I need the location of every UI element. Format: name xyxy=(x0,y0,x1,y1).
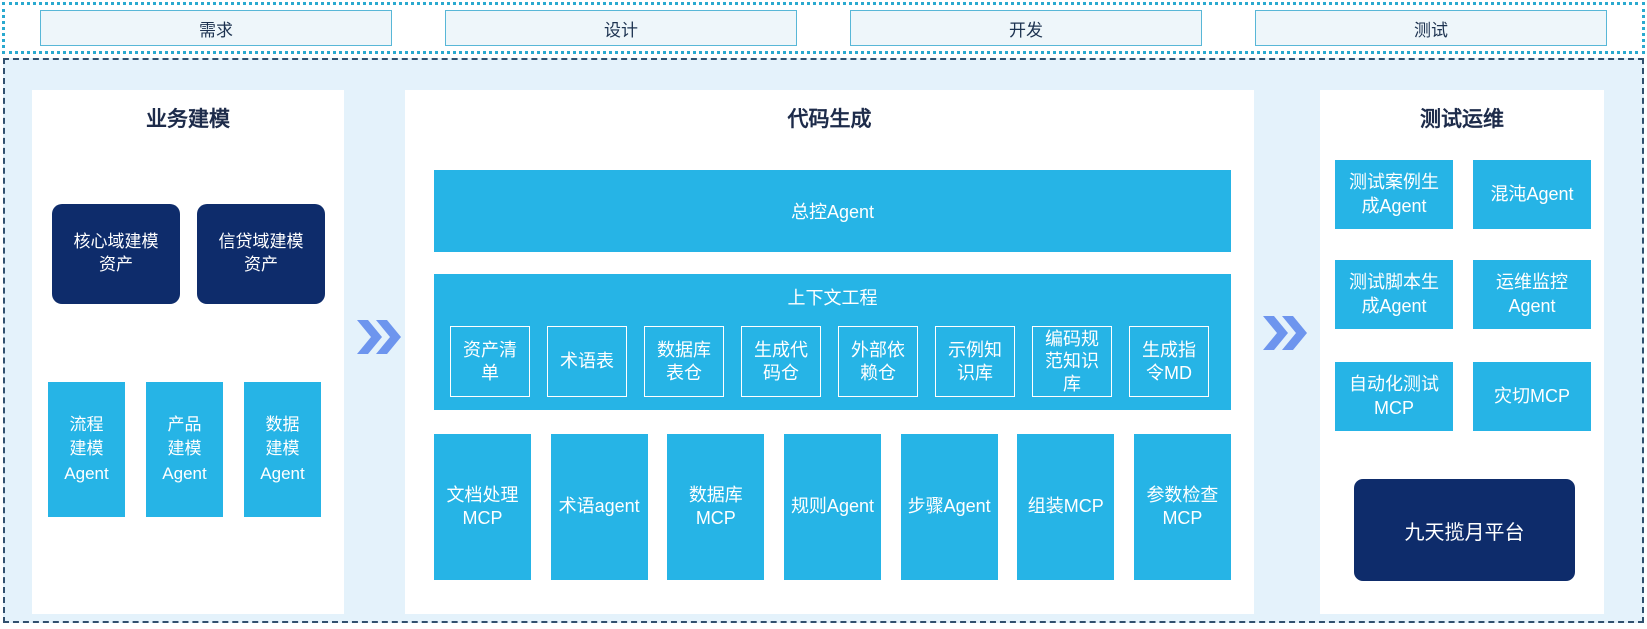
asset-box-credit-domain: 信贷域建模资产 xyxy=(197,204,325,304)
tool-box-doc-processing-mcp: 文档处理MCP xyxy=(434,434,531,580)
ops-box-disaster-switch-mcp: 灾切MCP xyxy=(1473,362,1591,431)
ops-box-test-script-gen-agent: 测试脚本生成Agent xyxy=(1335,260,1453,329)
panel-business-modeling: 业务建模 核心域建模资产 信贷域建模资产 流程建模Agent 产品建模Agent… xyxy=(32,90,344,614)
ops-box-chaos-agent: 混沌Agent xyxy=(1473,160,1591,229)
phase-box-requirements: 需求 xyxy=(40,10,392,46)
phase-strip: 需求 设计 开发 测试 xyxy=(2,2,1645,54)
context-item-instruction-md: 生成指令MD xyxy=(1129,326,1209,397)
panel-code-generation: 代码生成 总控Agent 上下文工程 资产清单 术语表 数据库表仓 生成代码仓 … xyxy=(405,90,1254,614)
tool-box-param-check-mcp: 参数检查MCP xyxy=(1133,434,1231,580)
asset-box-row: 核心域建模资产 信贷域建模资产 xyxy=(52,204,325,304)
panel-title-test-ops: 测试运维 xyxy=(1420,108,1504,131)
tool-box-step-agent: 步骤Agent xyxy=(900,434,998,580)
phase-box-development: 开发 xyxy=(850,10,1202,46)
panel-title-code-generation: 代码生成 xyxy=(787,108,872,131)
context-engineering-block: 上下文工程 资产清单 术语表 数据库表仓 生成代码仓 外部依赖仓 示例知识库 编… xyxy=(434,274,1231,410)
phase-box-testing: 测试 xyxy=(1255,10,1607,46)
context-engineering-title: 上下文工程 xyxy=(787,288,878,308)
context-item-glossary: 术语表 xyxy=(547,326,627,397)
tool-box-assembly-mcp: 组装MCP xyxy=(1017,434,1115,580)
phase-box-design: 设计 xyxy=(445,10,797,46)
context-item-external-deps-repo: 外部依赖仓 xyxy=(838,326,918,397)
ops-box-test-case-gen-agent: 测试案例生成Agent xyxy=(1335,160,1453,229)
panel-test-ops: 测试运维 测试案例生成Agent 混沌Agent 测试脚本生成Agent 运维监… xyxy=(1320,90,1604,614)
tool-box-glossary-agent: 术语agent xyxy=(550,434,648,580)
context-item-generated-code-repo: 生成代码仓 xyxy=(741,326,821,397)
agent-box-process-modeling: 流程建模Agent xyxy=(48,382,125,517)
tool-box-row: 文档处理MCP 术语agent 数据库MCP 规则Agent 步骤Agent 组… xyxy=(434,434,1231,580)
ops-box-ops-monitor-agent: 运维监控Agent xyxy=(1473,260,1591,329)
platform-box-jiutian-lanyue: 九天揽月平台 xyxy=(1354,479,1575,581)
tool-box-rule-agent: 规则Agent xyxy=(783,434,881,580)
master-agent-bar: 总控Agent xyxy=(434,170,1231,252)
agent-box-product-modeling: 产品建模Agent xyxy=(146,382,223,517)
context-item-coding-standard-kb: 编码规范知识库 xyxy=(1032,326,1112,397)
double-chevron-icon xyxy=(1263,316,1307,350)
tool-box-database-mcp: 数据库MCP xyxy=(667,434,765,580)
main-container: 业务建模 核心域建模资产 信贷域建模资产 流程建模Agent 产品建模Agent… xyxy=(3,58,1644,623)
context-item-asset-list: 资产清单 xyxy=(450,326,530,397)
panel-title-business-modeling: 业务建模 xyxy=(146,108,230,131)
modeling-agent-row: 流程建模Agent 产品建模Agent 数据建模Agent xyxy=(48,382,321,517)
context-item-row: 资产清单 术语表 数据库表仓 生成代码仓 外部依赖仓 示例知识库 编码规范知识库… xyxy=(450,326,1209,397)
asset-box-core-domain: 核心域建模资产 xyxy=(52,204,180,304)
double-chevron-icon xyxy=(357,320,401,354)
agent-box-data-modeling: 数据建模Agent xyxy=(244,382,321,517)
context-item-db-table-repo: 数据库表仓 xyxy=(644,326,724,397)
context-item-example-knowledge-base: 示例知识库 xyxy=(935,326,1015,397)
ops-box-automated-test-mcp: 自动化测试MCP xyxy=(1335,362,1453,431)
